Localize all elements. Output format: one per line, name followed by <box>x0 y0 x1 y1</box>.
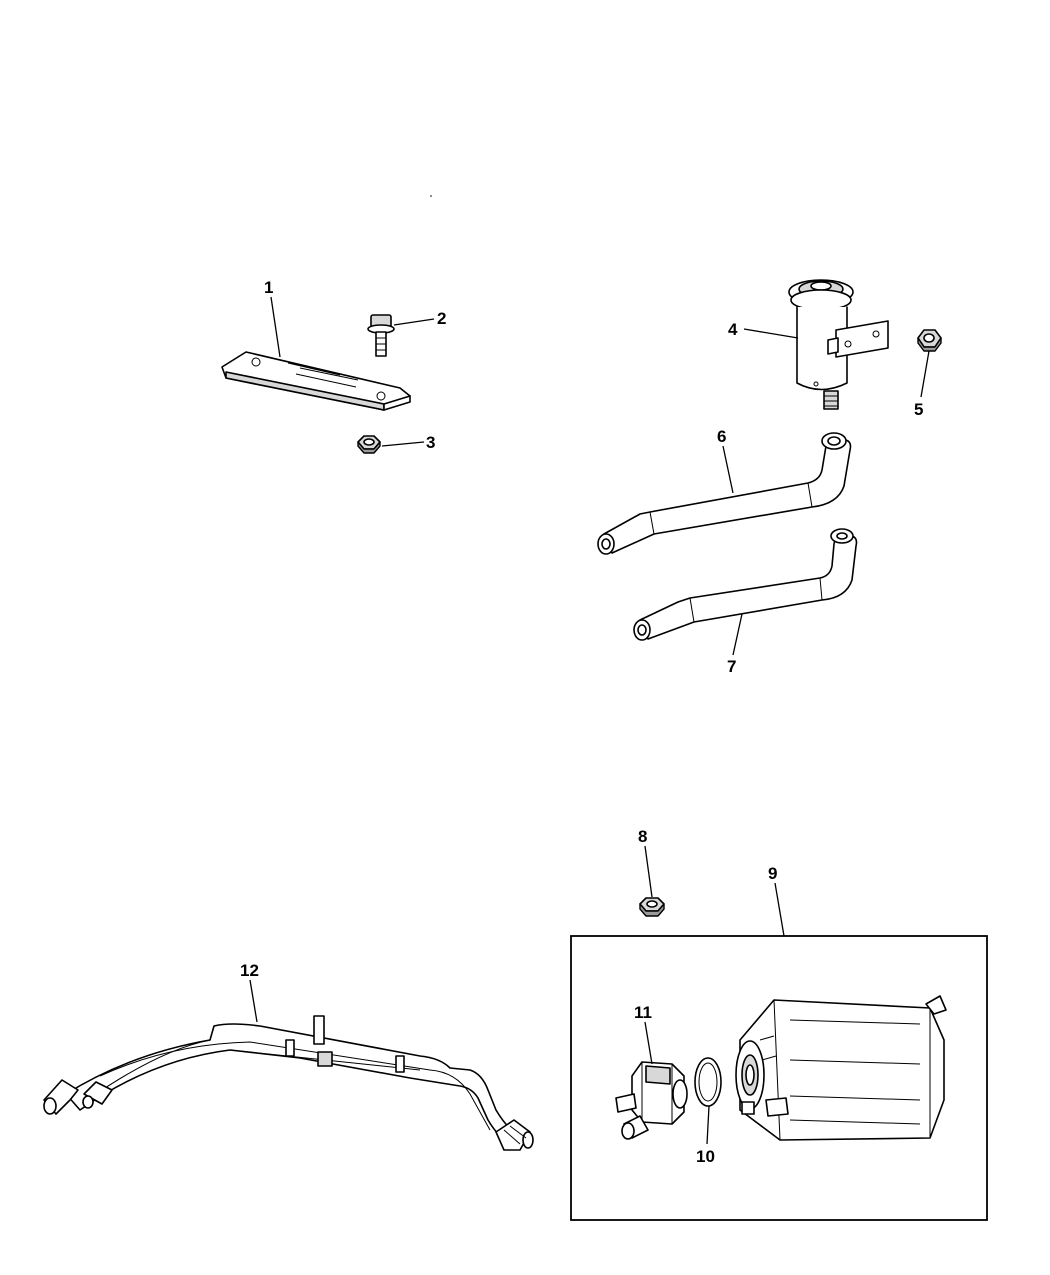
leader-6 <box>722 445 734 494</box>
callout-3: 3 <box>426 433 435 452</box>
part-9-canister <box>735 995 947 1141</box>
leader-10 <box>706 1105 710 1145</box>
callout-9: 9 <box>768 864 777 883</box>
part-2-bolt <box>367 314 395 357</box>
stray-dot <box>430 195 432 197</box>
callout-12: 12 <box>240 961 259 980</box>
callout-2: 2 <box>437 309 446 328</box>
part-11-valve <box>615 1061 688 1140</box>
part-7-hose <box>633 528 858 641</box>
part-5-nut <box>917 329 942 352</box>
leader-4 <box>743 328 799 339</box>
callout-1: 1 <box>264 278 273 297</box>
part-4-filter <box>788 279 889 410</box>
leader-7 <box>732 613 743 656</box>
part-9-assembly-box <box>570 935 988 1221</box>
leader-3 <box>381 441 425 447</box>
leader-2 <box>393 318 435 326</box>
callout-7: 7 <box>727 657 736 676</box>
part-10-o-ring <box>694 1057 722 1107</box>
part-3-nut <box>357 435 381 454</box>
callout-8: 8 <box>638 827 647 846</box>
callout-4: 4 <box>728 320 738 339</box>
callout-5: 5 <box>914 400 923 419</box>
leader-1 <box>270 296 281 358</box>
leader-9 <box>774 882 785 937</box>
leader-8 <box>644 845 653 898</box>
part-1-bracket <box>221 351 411 411</box>
part-6-hose <box>597 432 852 555</box>
leader-12 <box>249 979 258 1023</box>
callout-10: 10 <box>696 1147 715 1166</box>
callout-6: 6 <box>717 427 726 446</box>
part-12-hose-assembly <box>43 1015 534 1151</box>
part-8-nut <box>639 897 665 917</box>
leader-5 <box>920 350 930 398</box>
callout-11: 11 <box>634 1003 652 1022</box>
leader-11 <box>644 1021 653 1065</box>
